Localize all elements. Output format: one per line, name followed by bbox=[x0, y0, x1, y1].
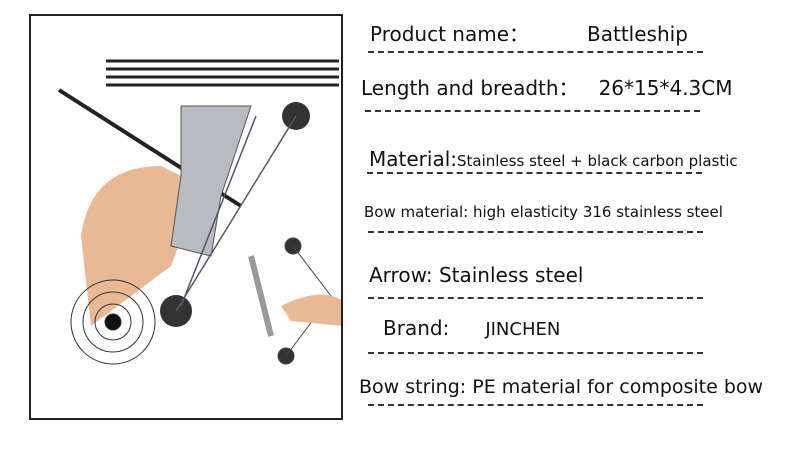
target bbox=[70, 279, 156, 365]
divider bbox=[368, 51, 703, 53]
divider bbox=[368, 404, 703, 406]
spec-dimensions: Length and breadth：26*15*4.3CM bbox=[361, 76, 733, 100]
spec-product-name: Product name：Battleship bbox=[370, 22, 688, 46]
divider bbox=[368, 352, 703, 354]
divider bbox=[365, 110, 700, 112]
divider bbox=[367, 172, 702, 174]
compound-bow-illustration bbox=[57, 59, 343, 365]
spec-brand: Brand:JINCHEN bbox=[383, 316, 561, 340]
divider bbox=[368, 231, 703, 233]
spec-bow-material: Bow material: high elasticity 316 stainl… bbox=[364, 203, 723, 221]
bow-riser bbox=[170, 105, 252, 257]
small-bow bbox=[248, 237, 332, 365]
spec-bow-string: Bow string: PE material for composite bo… bbox=[359, 376, 764, 398]
spec-arrow: Arrow: Stainless steel bbox=[369, 263, 584, 287]
spec-material: Material:Stainless steel + black carbon … bbox=[369, 147, 738, 171]
hand-small bbox=[281, 294, 343, 326]
arrows bbox=[106, 59, 339, 87]
divider bbox=[368, 297, 703, 299]
hand bbox=[81, 166, 201, 326]
product-photo bbox=[29, 14, 343, 420]
